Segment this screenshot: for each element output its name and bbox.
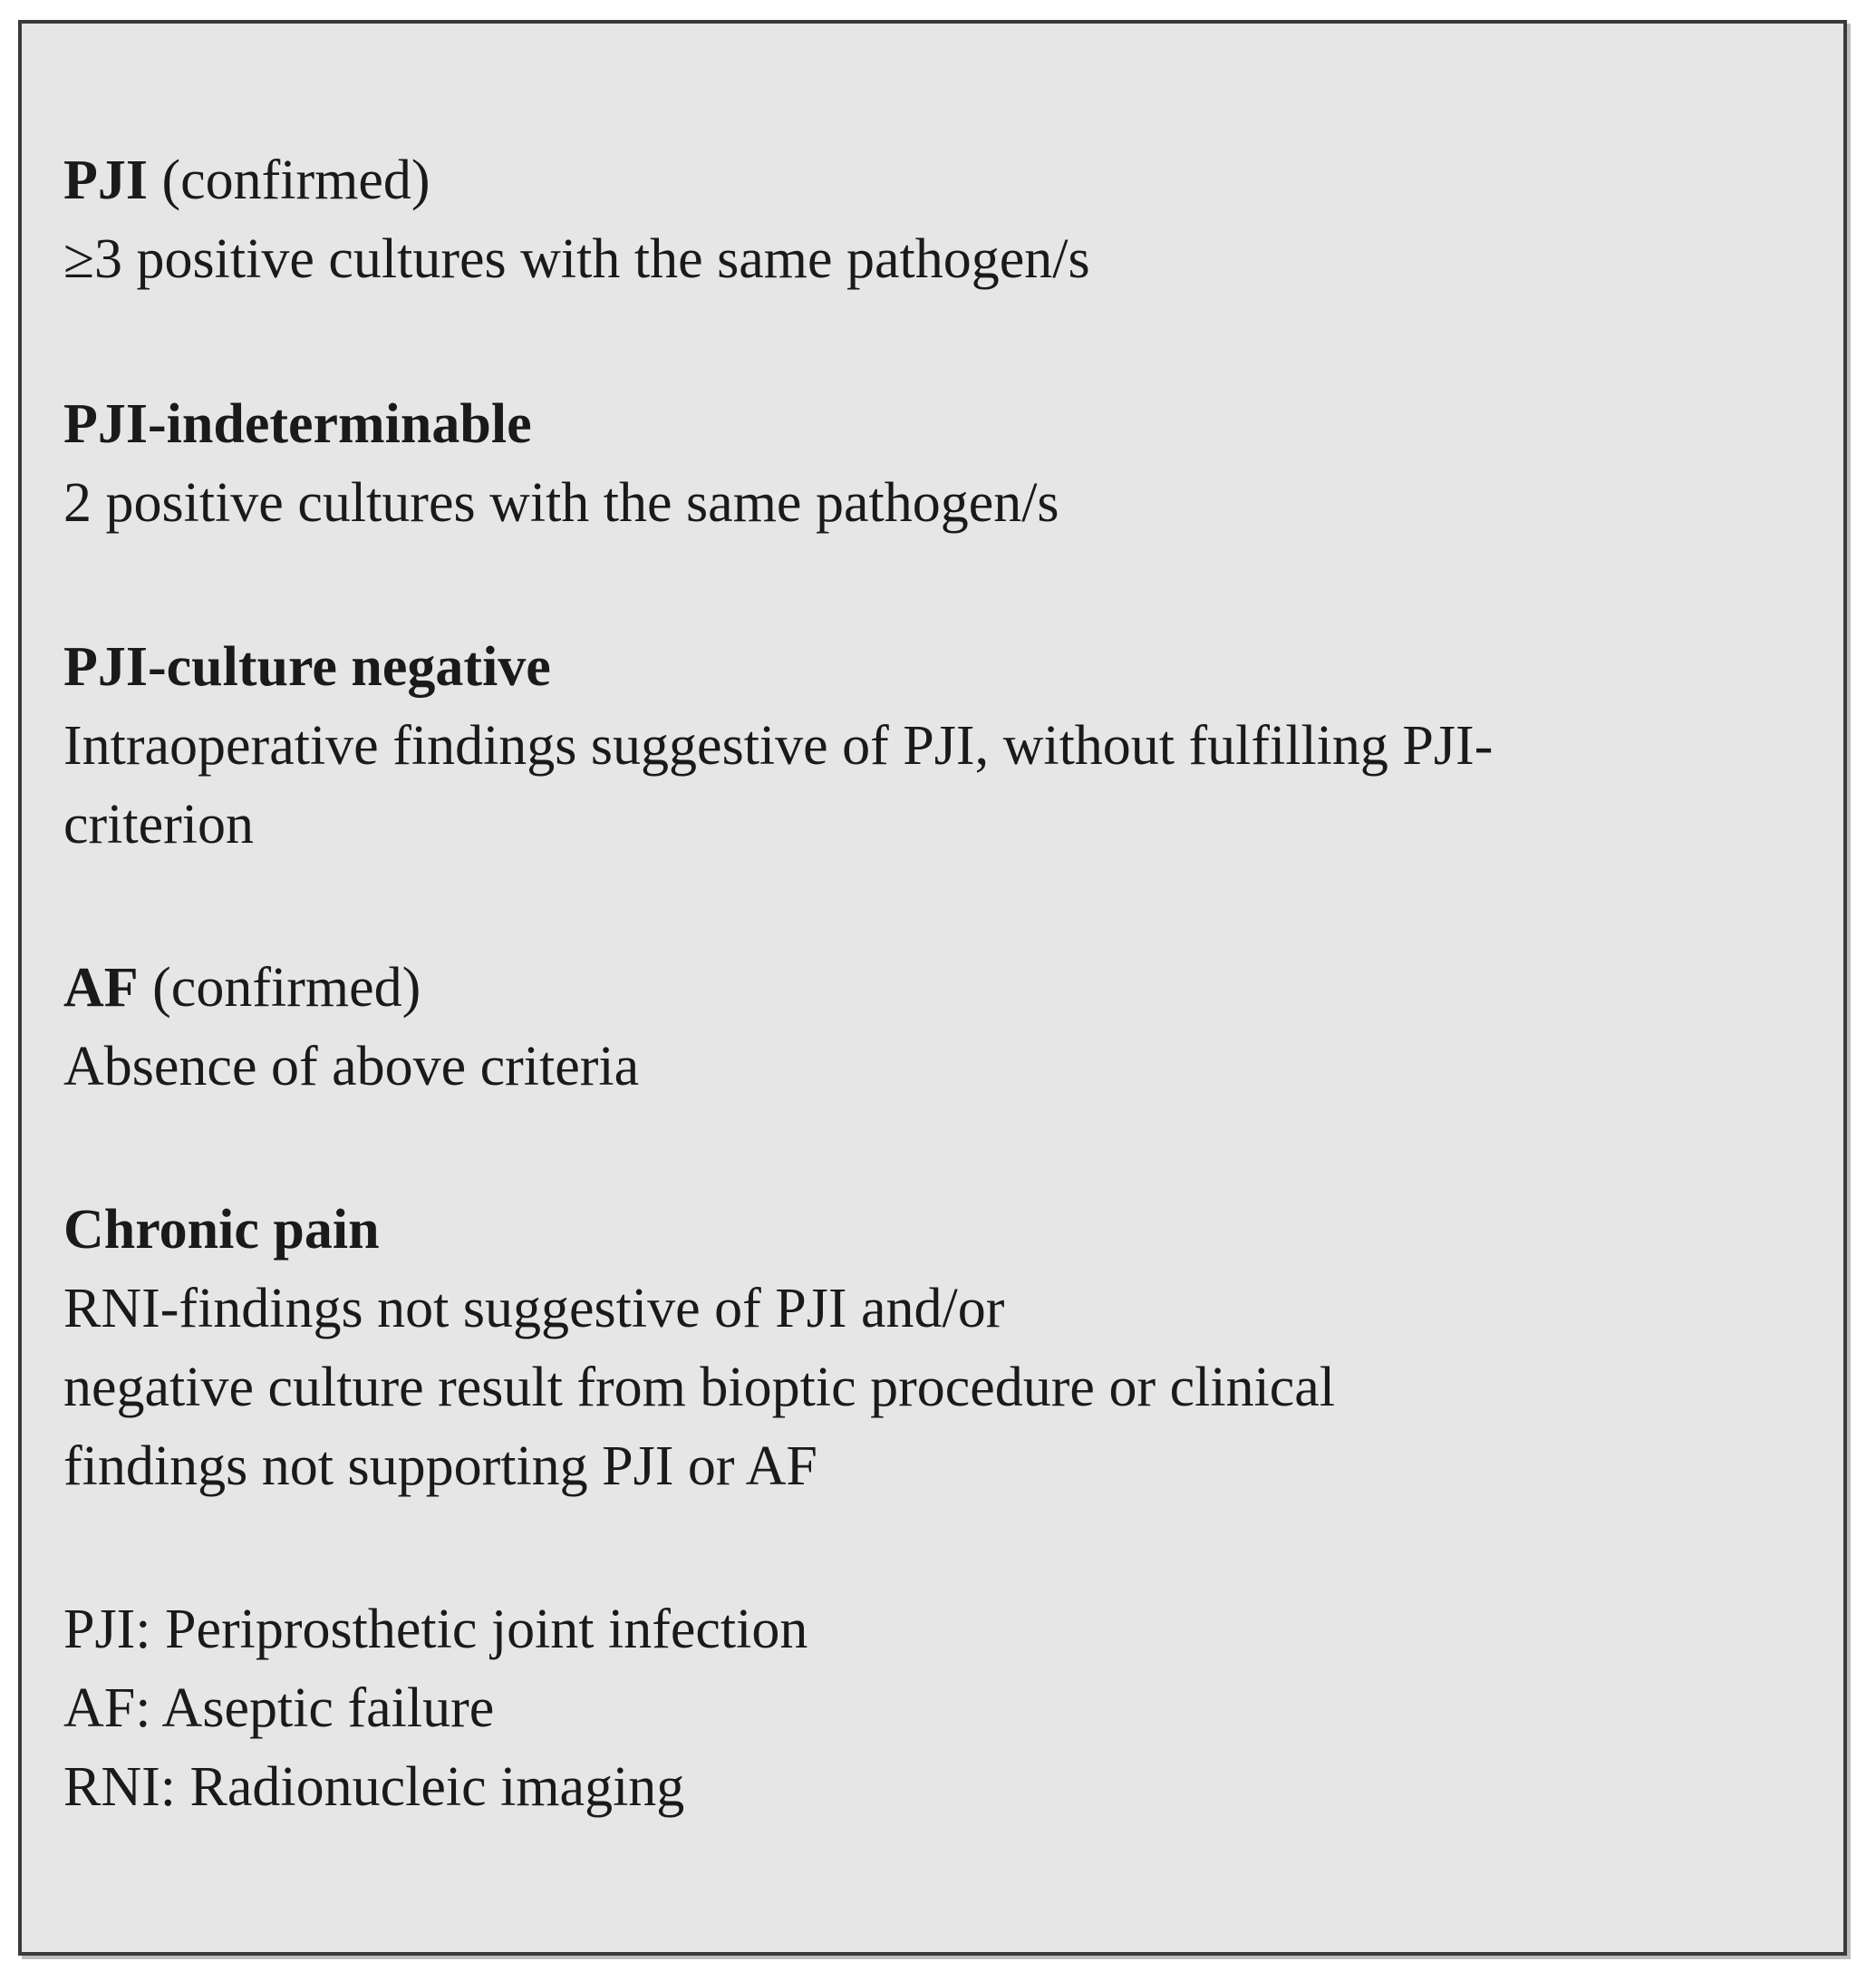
definition-term: Chronic pain bbox=[63, 1199, 380, 1261]
definition-qualifier: (confirmed) bbox=[148, 150, 430, 211]
definition-text: 2 positive cultures with the same pathog… bbox=[63, 472, 1059, 534]
definition-heading: AF (confirmed) bbox=[63, 949, 1822, 1028]
definition-heading: Chronic pain bbox=[63, 1191, 1822, 1270]
abbreviation-item: AF: Aseptic failure bbox=[63, 1677, 495, 1739]
definition-heading: PJI-indeterminable bbox=[63, 385, 1822, 464]
abbreviation-item: RNI: Radionucleic imaging bbox=[63, 1756, 685, 1818]
definition-text: ≥3 positive cultures with the same patho… bbox=[63, 228, 1090, 290]
abbreviation-item: PJI: Periprosthetic joint infection bbox=[63, 1599, 808, 1660]
definition-pji-indeterminable: PJI-indeterminable 2 positive cultures w… bbox=[63, 385, 1822, 543]
definition-heading: PJI (confirmed) bbox=[63, 141, 1822, 220]
definition-text: RNI-findings not suggestive of PJI and/o… bbox=[63, 1278, 1005, 1339]
definition-term: PJI bbox=[63, 150, 148, 211]
definition-text: criterion bbox=[63, 794, 255, 855]
definition-term: AF bbox=[63, 957, 139, 1019]
definition-text: findings not supporting PJI or AF bbox=[63, 1435, 817, 1497]
definition-pji-culture-negative: PJI-culture negative Intraoperative find… bbox=[63, 628, 1822, 865]
definition-qualifier: (confirmed) bbox=[138, 957, 421, 1019]
abbreviations-list: PJI: Periprosthetic joint infection AF: … bbox=[63, 1590, 1822, 1827]
definition-chronic-pain: Chronic pain RNI-findings not suggestive… bbox=[63, 1191, 1822, 1506]
definition-pji-confirmed: PJI (confirmed) ≥3 positive cultures wit… bbox=[63, 141, 1822, 299]
definition-text: Absence of above criteria bbox=[63, 1036, 640, 1097]
definition-term: PJI-culture negative bbox=[63, 636, 551, 698]
definition-term: PJI-indeterminable bbox=[63, 393, 532, 455]
definitions-box: PJI (confirmed) ≥3 positive cultures wit… bbox=[18, 20, 1847, 1956]
definitions-content: PJI (confirmed) ≥3 positive cultures wit… bbox=[63, 141, 1822, 1827]
definition-af-confirmed: AF (confirmed) Absence of above criteria bbox=[63, 949, 1822, 1106]
definition-heading: PJI-culture negative bbox=[63, 628, 1822, 707]
definition-text: negative culture result from bioptic pro… bbox=[63, 1357, 1336, 1418]
definition-text: Intraoperative findings suggestive of PJ… bbox=[63, 715, 1494, 777]
